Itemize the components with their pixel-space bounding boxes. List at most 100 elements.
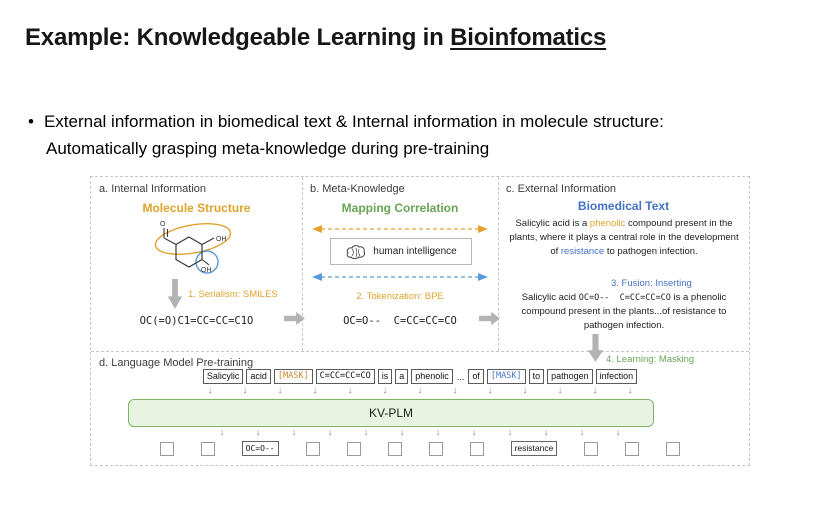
atom-label-oh-bottom: OH <box>201 267 212 274</box>
panel-a-label: a. Internal Information <box>99 183 207 195</box>
down-arrow-icon: ↓ <box>543 427 549 438</box>
down-arrow-icon: ↓ <box>452 385 458 396</box>
paragraph-segment: compound present in the plants, where it… <box>509 218 739 257</box>
output-token <box>469 441 484 456</box>
human-intelligence-box: human intelligence <box>330 238 472 265</box>
input-token: Salicylic <box>202 369 244 384</box>
input-token: pathogen <box>547 369 593 384</box>
figure-diagram: a. Internal Information Molecule Structu… <box>90 176 750 466</box>
input-token: C=CC=CC=CO <box>315 369 375 384</box>
bullet-block: • External information in biomedical text… <box>28 108 664 162</box>
input-token: infection <box>595 369 638 384</box>
input-token: phenolic <box>411 369 453 384</box>
step-3-fusion: 3. Fusion: Inserting <box>611 278 692 289</box>
input-token: ... <box>456 371 465 382</box>
down-arrow-icon: ↓ <box>347 385 353 396</box>
output-token <box>428 441 443 456</box>
output-token <box>584 441 599 456</box>
down-arrow-icon: ↓ <box>615 427 621 438</box>
model-to-output-arrows: ↓↓↓↓↓↓↓↓↓↓↓↓ <box>91 427 749 438</box>
output-token <box>200 441 215 456</box>
paragraph-segment: resistance <box>560 245 605 257</box>
output-token <box>159 441 174 456</box>
blue-dashed-double-arrow-icon <box>312 273 488 281</box>
down-arrow-icon: ↓ <box>627 385 633 396</box>
panel-divider <box>302 177 303 351</box>
down-arrow-icon: ↓ <box>363 427 369 438</box>
panel-b-subtitle: Mapping Correlation <box>341 201 459 215</box>
down-arrow-icon: ↓ <box>255 427 261 438</box>
down-block-arrow-icon <box>587 334 604 362</box>
paragraph-segment: Salicylic acid <box>521 292 579 303</box>
input-token: of <box>468 369 484 384</box>
token-to-model-arrows: ↓ ↓ ↓ ↓ ↓ ↓ ↓ ↓ ↓ ↓ ↓ ↓ ↓ <box>91 385 749 396</box>
bullet-line2-text: Automatically grasping meta-knowledge du… <box>46 139 490 158</box>
paragraph-segment: to pathogen infection. <box>604 245 698 257</box>
brain-icon <box>347 244 366 259</box>
kv-plm-model-box: KV-PLM <box>128 399 654 427</box>
panel-divider <box>91 351 749 352</box>
molecule-structure-diagram: OH O OH <box>154 221 232 274</box>
step-2-tokenization: 2. Tokenization: BPE <box>356 291 444 302</box>
down-arrow-icon: ↓ <box>382 385 388 396</box>
output-token: OC=O-- <box>241 441 279 456</box>
atom-label-o: O <box>160 221 166 228</box>
slide-title-text: Example: Knowledgeable Learning in <box>25 24 451 51</box>
human-intelligence-label: human intelligence <box>373 246 457 257</box>
paragraph-segment: is a phenolic compound present in the pl… <box>521 292 727 331</box>
down-arrow-icon: ↓ <box>207 385 213 396</box>
input-token: to <box>528 369 545 384</box>
input-token: acid <box>246 369 271 384</box>
down-block-arrow-icon <box>167 279 183 309</box>
step-4-learning: 4. Learning: Masking <box>606 354 695 365</box>
down-arrow-icon: ↓ <box>291 427 297 438</box>
down-arrow-icon: ↓ <box>242 385 248 396</box>
step-1-serialism: 1. Serialism: SMILES <box>188 289 278 300</box>
output-token <box>625 441 640 456</box>
paragraph-segment: Salicylic acid is a <box>515 218 590 229</box>
down-arrow-icon: ↓ <box>417 385 423 396</box>
smiles-string: OC(=O)C1=CC=CC=C1O <box>139 315 254 327</box>
panel-a-subtitle: Molecule Structure <box>142 201 251 215</box>
panel-divider <box>498 177 499 351</box>
bullet-line1-text: External information in biomedical text … <box>43 112 664 131</box>
input-token: [MASK] <box>486 369 526 384</box>
bullet-line-1: • External information in biomedical text… <box>28 108 664 135</box>
output-token <box>305 441 320 456</box>
output-token-row: OC=O-- resistance <box>91 441 749 456</box>
slide-title-underlined: Bioinfomatics <box>450 24 607 51</box>
panel-d-label: d. Language Model Pre-training <box>99 357 254 369</box>
bullet-line-2: Automatically grasping meta-knowledge du… <box>28 135 664 162</box>
paragraph-segment: OC=O-- C=CC=CC=CO <box>578 293 671 303</box>
down-arrow-icon: ↓ <box>327 427 333 438</box>
biomedical-text-paragraph: Salicylic acid is a phenolic compound pr… <box>507 217 741 258</box>
input-token: [MASK] <box>273 369 313 384</box>
fused-text-paragraph: Salicylic acid OC=O-- C=CC=CC=CO is a ph… <box>507 291 741 332</box>
panel-c-subtitle: Biomedical Text <box>577 199 670 213</box>
output-token <box>387 441 402 456</box>
down-arrow-icon: ↓ <box>522 385 528 396</box>
output-token: resistance <box>510 441 558 456</box>
slide-title: Example: Knowledgeable Learning in Bioin… <box>25 24 606 52</box>
down-arrow-icon: ↓ <box>507 427 513 438</box>
down-arrow-icon: ↓ <box>277 385 283 396</box>
down-arrow-icon: ↓ <box>471 427 477 438</box>
down-arrow-icon: ↓ <box>592 385 598 396</box>
down-arrow-icon: ↓ <box>435 427 441 438</box>
bpe-token-string: OC=O-- C=CC=CC=CO <box>343 315 457 327</box>
down-arrow-icon: ↓ <box>487 385 493 396</box>
bullet-marker: • <box>28 112 34 131</box>
down-arrow-icon: ↓ <box>579 427 585 438</box>
down-arrow-icon: ↓ <box>219 427 225 438</box>
output-token <box>666 441 681 456</box>
atom-label-oh-top: OH <box>216 236 227 243</box>
output-token <box>346 441 361 456</box>
panel-b-label: b. Meta-Knowledge <box>310 183 405 195</box>
input-token: a <box>395 369 409 384</box>
paragraph-segment: phenolic <box>589 218 626 229</box>
input-token: is <box>377 369 393 384</box>
down-arrow-icon: ↓ <box>557 385 563 396</box>
down-arrow-icon: ↓ <box>312 385 318 396</box>
